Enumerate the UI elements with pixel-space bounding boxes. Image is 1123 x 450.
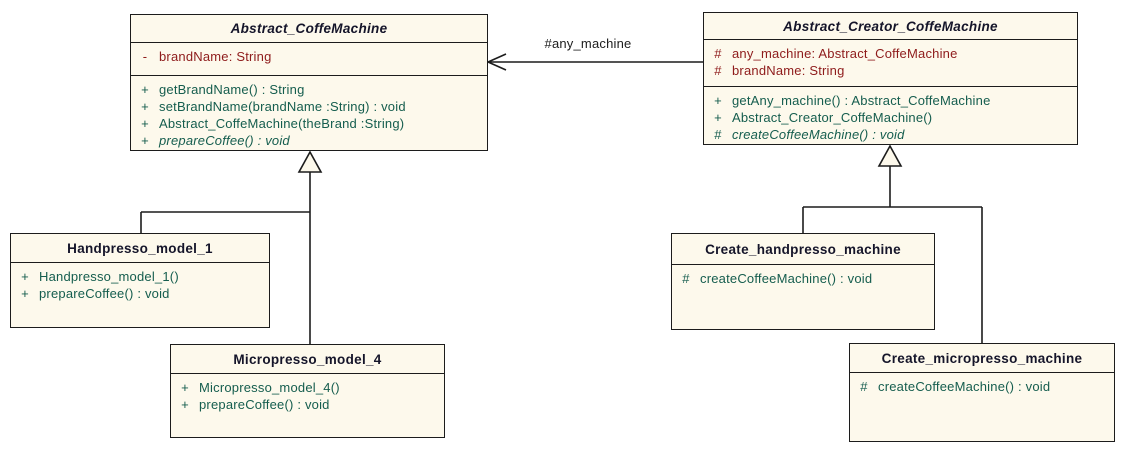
method-row: + Handpresso_model_1() — [11, 268, 267, 285]
visibility-marker: + — [141, 81, 149, 97]
method-row: + Micropresso_model_4() — [171, 379, 442, 396]
class-micropresso-model-4: Micropresso_model_4 + Micropresso_model_… — [170, 344, 445, 438]
visibility-marker: - — [142, 49, 148, 64]
class-name: Handpresso_model_1 — [67, 240, 213, 256]
visibility-marker: # — [860, 379, 868, 394]
visibility-marker: + — [714, 93, 722, 109]
class-name: Create_micropresso_machine — [881, 350, 1083, 366]
visibility-marker: + — [21, 286, 29, 301]
method-text: prepareCoffee() : void — [39, 286, 170, 301]
open-arrowhead-icon — [486, 53, 507, 71]
attribute-row: # brandName: String — [704, 62, 1075, 79]
class-create-micropresso-machine: Create_micropresso_machine # createCoffe… — [849, 343, 1115, 442]
visibility-marker: + — [181, 380, 189, 395]
method-row: + getAny_machine() : Abstract_CoffeMachi… — [704, 92, 1075, 109]
method-text: getBrandName() : String — [159, 81, 305, 97]
visibility-marker: # — [714, 63, 722, 78]
method-row: # createCoffeeMachine() : void — [850, 378, 1112, 395]
method-text: createCoffeeMachine() : void — [878, 379, 1051, 394]
visibility-marker: + — [181, 397, 189, 412]
visibility-marker: # — [682, 271, 690, 286]
visibility-marker: # — [714, 46, 722, 61]
methods-compartment: + getBrandName() : String + setBrandName… — [131, 74, 487, 150]
attribute-text: brandName: String — [732, 63, 845, 78]
attribute-row: - brandName: String — [131, 48, 485, 65]
attribute-row: # any_machine: Abstract_CoffeMachine — [704, 45, 1075, 62]
method-row: + getBrandName() : String — [131, 81, 485, 98]
method-row: # createCoffeeMachine() : void — [672, 270, 932, 287]
class-name: Abstract_Creator_CoffeMachine — [783, 18, 998, 34]
visibility-marker: + — [141, 98, 149, 114]
methods-compartment: + Handpresso_model_1() + prepareCoffee()… — [11, 262, 269, 327]
class-abstract-creator-coffemachine: Abstract_Creator_CoffeMachine # any_mach… — [703, 12, 1078, 145]
attribute-text: any_machine: Abstract_CoffeMachine — [732, 46, 958, 61]
hollow-triangle-arrowhead-icon — [297, 150, 323, 173]
class-name: Micropresso_model_4 — [233, 351, 382, 367]
method-row: + prepareCoffee() : void — [171, 396, 442, 413]
visibility-marker: + — [21, 269, 29, 284]
class-name: Abstract_CoffeMachine — [230, 21, 388, 36]
methods-compartment: # createCoffeeMachine() : void — [850, 372, 1114, 441]
attributes-compartment: - brandName: String — [131, 42, 487, 75]
method-text: createCoffeeMachine() : void — [700, 271, 873, 286]
methods-compartment: + getAny_machine() : Abstract_CoffeMachi… — [704, 86, 1077, 144]
association-label: #any_machine — [544, 36, 632, 51]
visibility-marker: + — [141, 132, 149, 148]
method-row: + prepareCoffee() : void — [11, 285, 267, 302]
abstract-method-row: # createCoffeeMachine() : void — [704, 126, 1075, 143]
method-text: Abstract_CoffeMachine(theBrand :String) — [159, 115, 405, 131]
class-name: Create_handpresso_machine — [705, 241, 901, 257]
hollow-triangle-arrowhead-icon — [877, 144, 903, 167]
method-text: setBrandName(brandName :String) : void — [159, 98, 406, 114]
methods-compartment: # createCoffeeMachine() : void — [672, 264, 934, 329]
methods-compartment: + Micropresso_model_4() + prepareCoffee(… — [171, 373, 444, 437]
class-create-handpresso-machine: Create_handpresso_machine # createCoffee… — [671, 233, 935, 330]
class-handpresso-model-1: Handpresso_model_1 + Handpresso_model_1(… — [10, 233, 270, 328]
visibility-marker: + — [141, 115, 149, 131]
method-row: + Abstract_Creator_CoffeMachine() — [704, 109, 1075, 126]
method-row: + Abstract_CoffeMachine(theBrand :String… — [131, 115, 485, 132]
abstract-method-row: + prepareCoffee() : void — [131, 132, 485, 149]
method-text: getAny_machine() : Abstract_CoffeMachine — [732, 93, 991, 109]
class-abstract-coffemachine: Abstract_CoffeMachine - brandName: Strin… — [130, 14, 488, 151]
attribute-text: brandName: String — [159, 49, 272, 64]
attributes-compartment: # any_machine: Abstract_CoffeMachine # b… — [704, 39, 1077, 86]
method-text: Handpresso_model_1() — [39, 269, 179, 284]
method-row: + setBrandName(brandName :String) : void — [131, 98, 485, 115]
visibility-marker: + — [714, 110, 722, 126]
visibility-marker: # — [714, 127, 722, 143]
method-text: prepareCoffee() : void — [159, 132, 290, 148]
method-text: prepareCoffee() : void — [199, 397, 330, 412]
method-text: Abstract_Creator_CoffeMachine() — [732, 110, 933, 126]
method-text: Micropresso_model_4() — [199, 380, 340, 395]
method-text: createCoffeeMachine() : void — [732, 127, 905, 143]
